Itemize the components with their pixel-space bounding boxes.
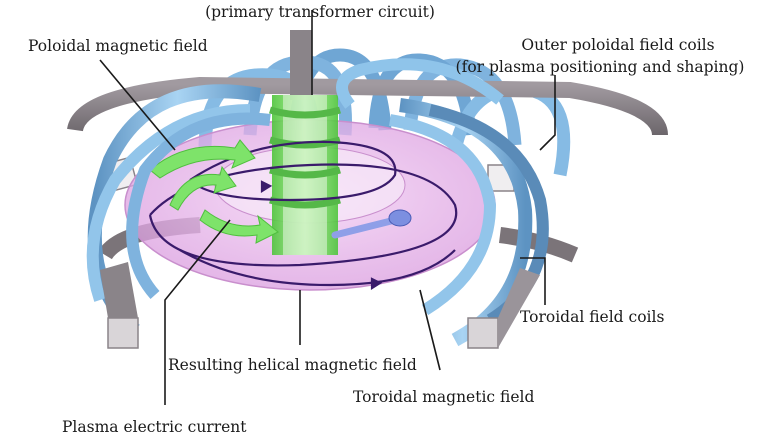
poloidal-field-arrows bbox=[149, 139, 279, 244]
label-resulting-helical-field: Resulting helical magnetic field bbox=[168, 356, 417, 374]
label-outer-poloidal-coils-line1: Outer poloidal field coils bbox=[521, 36, 714, 54]
plasma-current-arrow bbox=[331, 209, 412, 239]
helical-field-lines bbox=[148, 140, 458, 290]
central-solenoid bbox=[269, 30, 341, 255]
label-outer-poloidal-coils-line2: (for plasma positioning and shaping) bbox=[456, 58, 745, 76]
leader-lines bbox=[99, 10, 556, 405]
label-poloidal-magnetic-field: Poloidal magnetic field bbox=[28, 37, 208, 55]
lower-poloidal-coil-stubs bbox=[100, 262, 540, 349]
label-toroidal-magnetic-field: Toroidal magnetic field bbox=[353, 388, 534, 406]
label-primary-transformer: (primary transformer circuit) bbox=[205, 3, 435, 21]
label-toroidal-field-coils: Toroidal field coils bbox=[520, 308, 664, 326]
label-plasma-electric-current: Plasma electric current bbox=[62, 418, 247, 436]
